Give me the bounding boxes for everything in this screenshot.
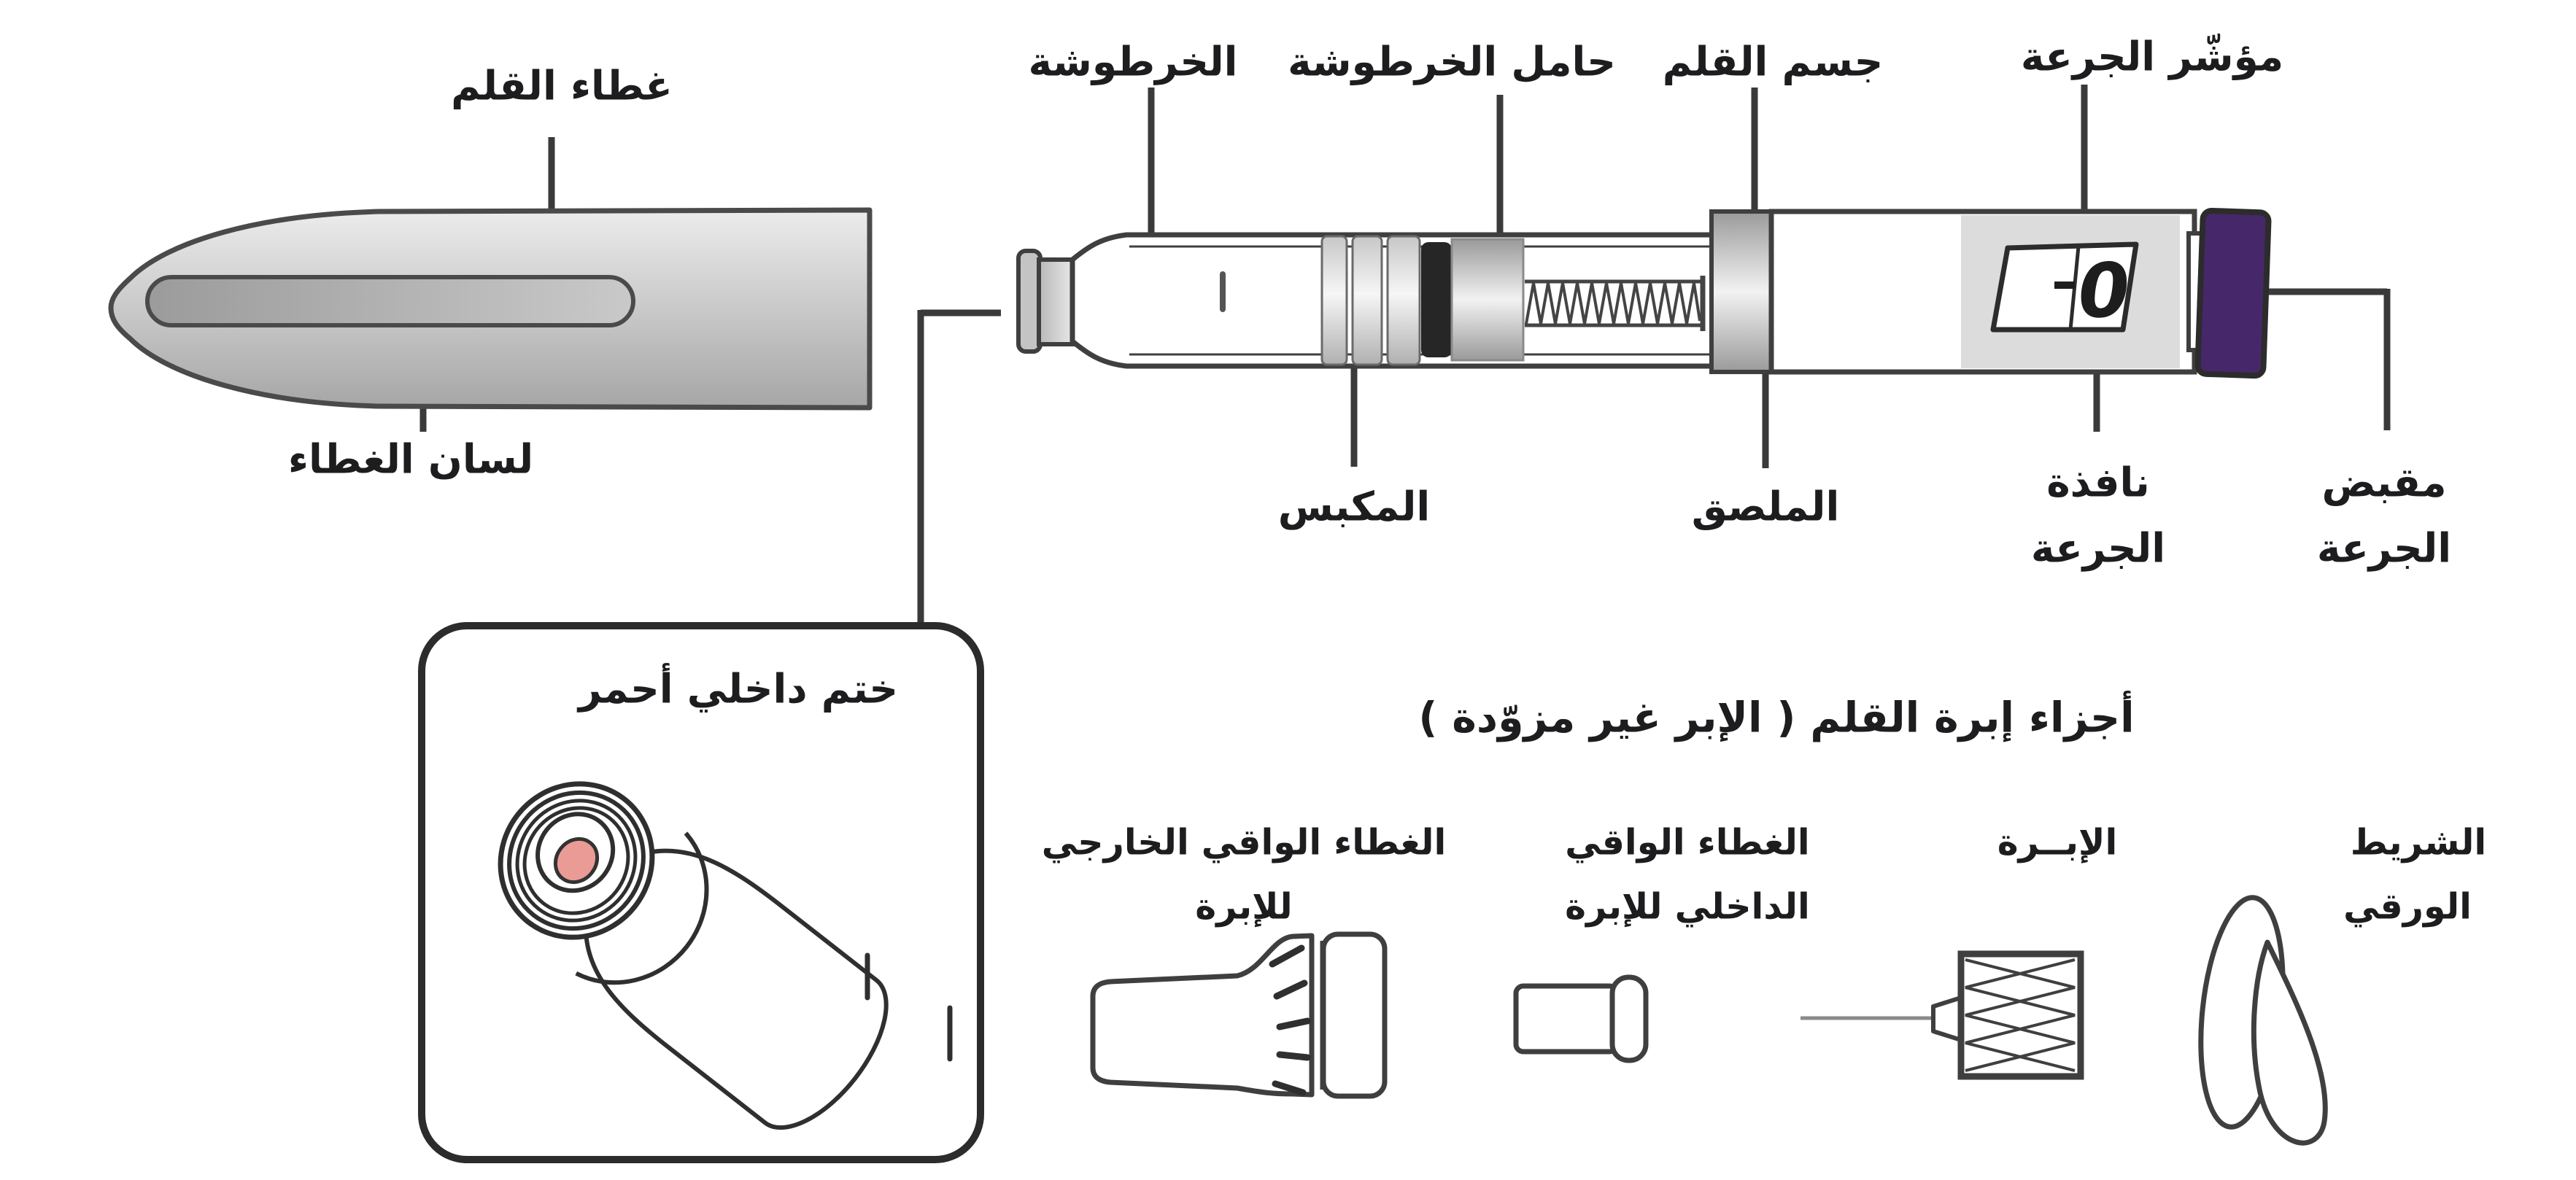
plunger-rib <box>1351 235 1383 366</box>
screw-thread-edges <box>1525 279 1701 327</box>
label-inner-needle-cap: الغطاء الواقي <box>1565 821 1810 863</box>
tip-body <box>583 848 889 1130</box>
tip-thread-ring <box>522 806 630 915</box>
pen-cap-illustration <box>108 207 873 411</box>
inner-cap-flange <box>1609 974 1649 1063</box>
label-dose-knob: مقبض <box>2321 459 2447 506</box>
pen-tip-barrel <box>1037 257 1076 346</box>
pen-tip-3d-view <box>498 781 889 1130</box>
dose-window-value: 0 <box>2076 247 2132 336</box>
plunger-collar <box>1450 238 1525 362</box>
outer-cap-disc <box>1320 931 1388 1099</box>
junction-collar <box>1709 209 1776 374</box>
paper-tab-illustration <box>2198 895 2328 1146</box>
needle-illustration <box>1801 950 2084 1080</box>
label-dose-indicator: مؤشّر الجرعة <box>2020 33 2284 80</box>
seal-box-illustration <box>418 622 984 1163</box>
needle-parts-illustrations <box>1090 895 2328 1146</box>
label-sticker: الملصق <box>1691 483 1840 530</box>
needle-section-title: أجزاء إبرة القلم ( الإبر غير مزوّدة ) <box>1418 694 2135 742</box>
label-dose-window: نافذة <box>2046 459 2150 506</box>
plunger-rib <box>1320 235 1348 366</box>
tip-thread-ring <box>507 790 646 931</box>
outer-cap-outline <box>1090 933 1315 1098</box>
label-pen-body: جسم القلم <box>1662 38 1884 85</box>
vent-slot <box>1276 1017 1311 1030</box>
dose-knob <box>2194 207 2272 379</box>
tip-thread-ring <box>515 799 638 923</box>
needle-thread-lattice <box>1965 958 2076 1072</box>
label-cap-tongue: لسان الغطاء <box>287 435 534 483</box>
lattice-line <box>1965 958 2076 1072</box>
plunger-seal-ring <box>1421 242 1452 357</box>
plunger-rib <box>1386 235 1421 366</box>
paper-tab-teardrop <box>2251 939 2328 1146</box>
label-outer-needle-cap: للإبرة <box>1195 885 1293 928</box>
leader-lines <box>419 85 2391 629</box>
label-dose-window: الجرعة <box>2030 524 2166 572</box>
inner-needle-cap-illustration <box>1513 974 1649 1063</box>
cap-tongue-slot <box>145 275 635 327</box>
outer-cap-vent-slots <box>1269 944 1311 1096</box>
needle-hub-cone <box>1931 995 1963 1042</box>
leader-dose-knob <box>2269 288 2391 430</box>
tip-shoulder-arc <box>575 831 709 985</box>
vent-slot <box>1273 979 1308 1000</box>
label-pen-cap: غطاء القلم <box>451 62 673 109</box>
vent-slot <box>1272 1080 1307 1096</box>
leader-seal-box <box>917 309 1001 629</box>
pen-illustration: 0 <box>1016 207 2272 379</box>
vent-slot <box>1269 944 1305 968</box>
inner-cap-barrel <box>1513 983 1620 1055</box>
label-inner-seal: ختم داخلي أحمر <box>579 665 898 713</box>
label-plunger: المكبس <box>1277 483 1431 530</box>
red-inner-seal <box>553 837 600 885</box>
outer-needle-cap-illustration <box>1090 931 1388 1099</box>
label-dose-knob: الجرعة <box>2316 524 2452 572</box>
lattice-line <box>1965 958 2076 1072</box>
label-cartridge-holder: حامل الخرطوشة <box>1288 38 1616 85</box>
screw-thread <box>1525 276 1706 331</box>
vent-slot <box>1276 1051 1311 1061</box>
label-paper-tab: الورقي <box>2343 885 2472 928</box>
plunger-assembly <box>1320 235 1525 366</box>
label-cartridge: الخرطوشة <box>1028 38 1238 85</box>
label-inner-needle-cap: الداخلي للإبرة <box>1565 885 1810 928</box>
label-needle: الإبــرة <box>1997 821 2118 863</box>
label-outer-needle-cap: الغطاء الواقي الخارجي <box>1041 821 1447 863</box>
screw-thread-zigzag <box>1525 282 1701 325</box>
label-paper-tab: الشريط <box>2350 821 2487 863</box>
